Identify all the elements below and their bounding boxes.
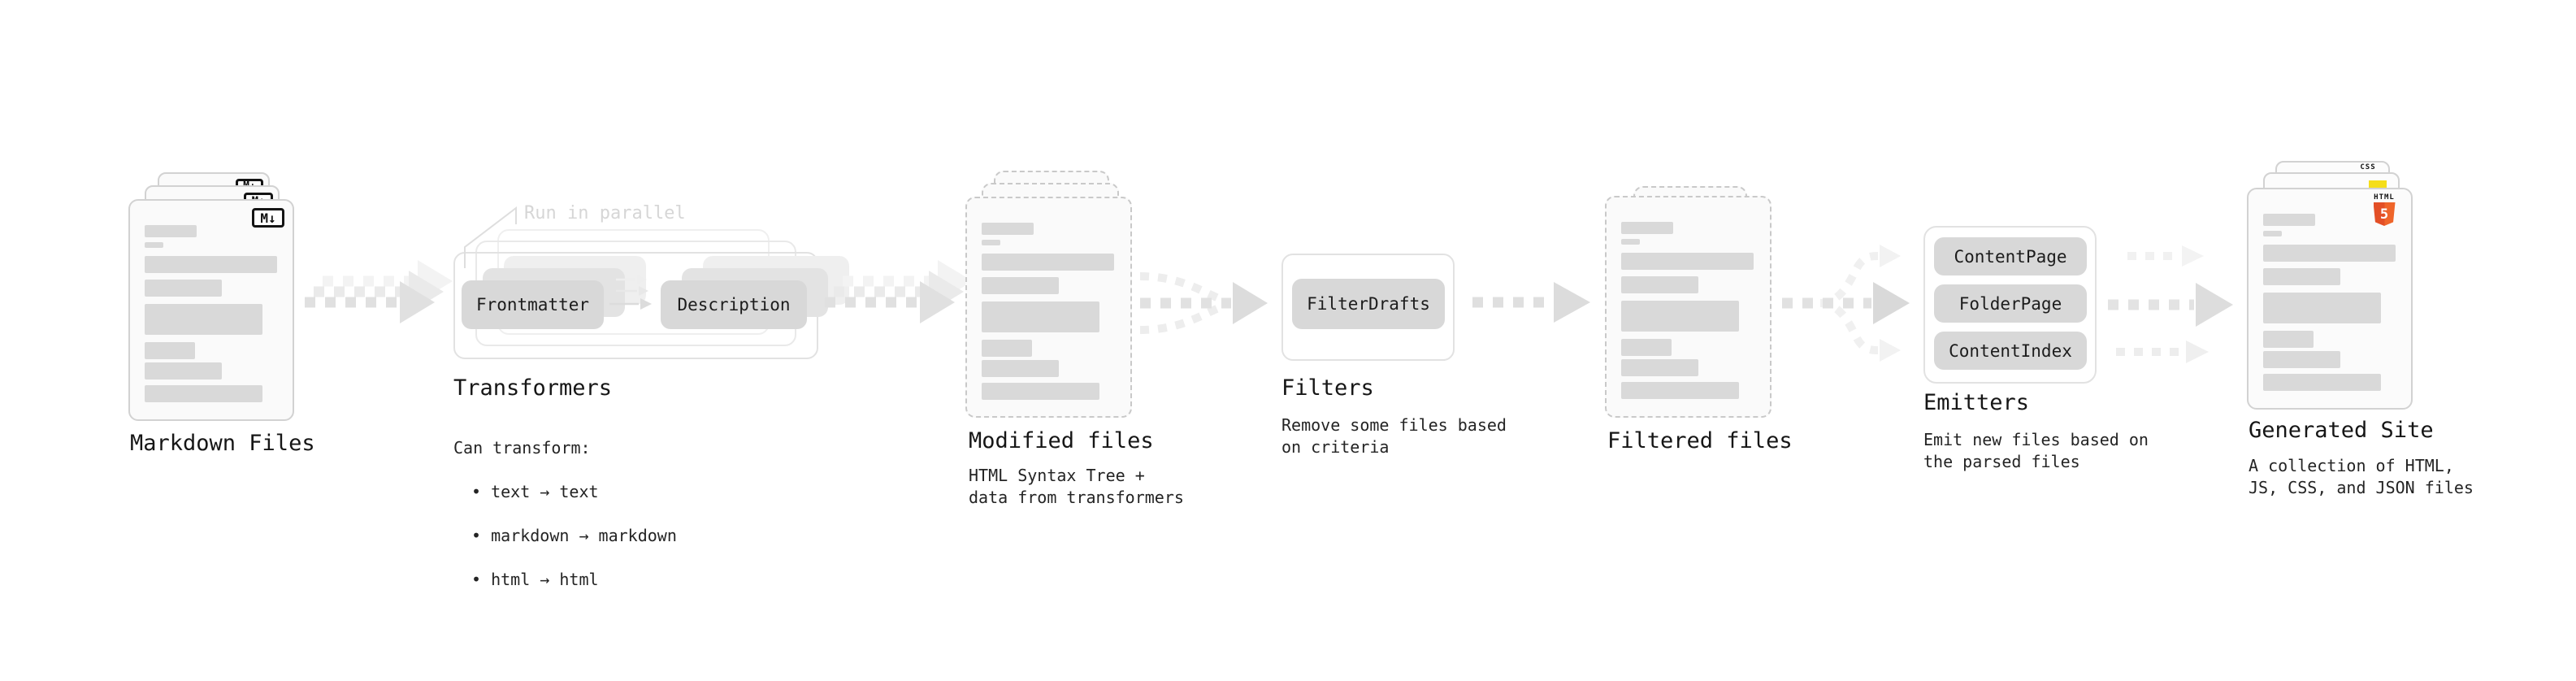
html5-icon-number: 5 bbox=[2379, 206, 2389, 223]
description-pill: Description bbox=[661, 280, 807, 329]
markdown-icon: M↓ bbox=[252, 208, 284, 228]
stage-label-filters: Filters bbox=[1281, 375, 1374, 401]
markdown-icon-glyph: M↓ bbox=[260, 210, 276, 226]
modified-doc-front bbox=[965, 197, 1132, 418]
filters-description: Remove some files based on criteria bbox=[1281, 415, 1507, 457]
transformers-bullet: • markdown → markdown bbox=[471, 526, 677, 545]
filters-box bbox=[1281, 254, 1455, 361]
transformers-bullet: • text → text bbox=[471, 482, 599, 501]
stage-label-emitters: Emitters bbox=[1923, 390, 2030, 415]
html5-icon-shield: 5 bbox=[2373, 202, 2396, 226]
contentindex-pill: ContentIndex bbox=[1934, 332, 2087, 370]
flow-arrow-modified-to-filters bbox=[1139, 272, 1268, 334]
folderpage-pill: FolderPage bbox=[1934, 284, 2087, 323]
transformers-description: Can transform: • text → text • markdown … bbox=[453, 415, 677, 613]
generated-doc-html: HTML 5 bbox=[2247, 188, 2413, 410]
doc-content-bars bbox=[130, 201, 293, 419]
stage-label-modified: Modified files bbox=[969, 428, 1154, 453]
contentpage-pill: ContentPage bbox=[1934, 237, 2087, 275]
stage-label-generated: Generated Site bbox=[2249, 418, 2434, 443]
filtered-doc-front bbox=[1605, 196, 1772, 418]
doc-content-bars bbox=[2249, 189, 2411, 408]
html5-icon: HTML 5 bbox=[2366, 193, 2403, 226]
filterdrafts-pill: FilterDrafts bbox=[1292, 279, 1445, 329]
run-in-parallel-note: Run in parallel bbox=[524, 203, 686, 223]
transformers-bullet: • html → html bbox=[471, 570, 599, 589]
modified-description: HTML Syntax Tree + data from transformer… bbox=[969, 466, 1184, 507]
emitters-box bbox=[1923, 226, 2097, 384]
frontmatter-pill: Frontmatter bbox=[462, 280, 604, 329]
markdown-doc-front: M↓ bbox=[128, 199, 294, 421]
transformers-desc-title: Can transform: bbox=[453, 438, 591, 458]
parallel-arrows bbox=[609, 275, 652, 310]
html5-icon-label: HTML bbox=[2374, 193, 2395, 202]
callout-line bbox=[464, 206, 517, 268]
css-icon-label: CSS bbox=[2360, 163, 2376, 171]
flow-arrow-transformers-to-modified bbox=[825, 260, 973, 323]
doc-content-bars bbox=[967, 198, 1130, 416]
flow-arrow-emitters-to-generated bbox=[2108, 245, 2233, 363]
stage-label-markdown: Markdown Files bbox=[130, 431, 315, 456]
stage-label-transformers: Transformers bbox=[453, 375, 613, 401]
stage-label-filtered: Filtered files bbox=[1607, 428, 1793, 453]
doc-content-bars bbox=[1607, 197, 1770, 416]
emitters-description: Emit new files based on the parsed files bbox=[1923, 430, 2149, 471]
generated-description: A collection of HTML, JS, CSS, and JSON … bbox=[2249, 456, 2474, 497]
flow-arrow-markdown-to-transformers bbox=[305, 260, 453, 323]
flow-arrow-filters-to-filtered bbox=[1472, 282, 1590, 323]
js-icon bbox=[2369, 180, 2387, 189]
flow-arrow-filtered-to-emitters bbox=[1782, 245, 1910, 362]
